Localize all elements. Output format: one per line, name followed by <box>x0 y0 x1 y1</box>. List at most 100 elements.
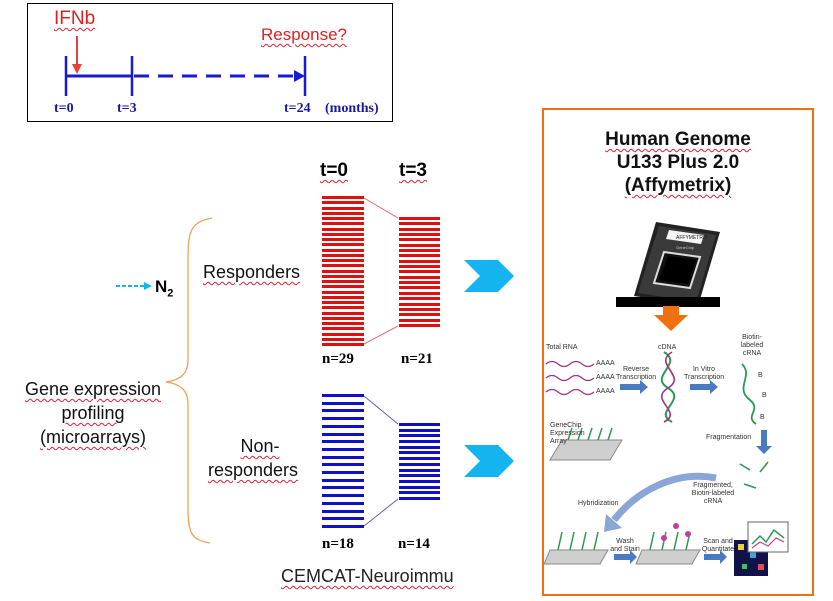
response-label: Response? <box>261 25 348 44</box>
institution-label: CEMCAT-Neuroimmu <box>281 566 454 586</box>
expression-stripe <box>322 222 364 226</box>
step-in-vitro-transcription: In Vitro Transcription <box>684 366 725 381</box>
expression-stripe <box>322 471 364 475</box>
expression-stripe <box>399 440 440 444</box>
ifnb-label: IFNb <box>54 8 96 29</box>
expression-stripe <box>322 253 364 257</box>
expression-stripe <box>322 327 364 331</box>
expression-stripe <box>399 307 440 311</box>
t3-tick-label: t=3 <box>117 101 137 116</box>
t24-tick-label: t=24 <box>284 101 311 116</box>
expression-stripe <box>399 428 440 432</box>
step-hybridization: Hybridization <box>578 500 619 507</box>
expression-stripe <box>322 211 364 215</box>
expression-stripe <box>322 517 364 521</box>
expression-stripe <box>399 468 440 472</box>
platform-title-line1: Human Genome <box>605 129 751 150</box>
orange-down-arrow <box>654 306 688 331</box>
step-fragmented-crna: Fragmented, Biotin-labeled cRNA <box>691 482 735 505</box>
expression-stripe <box>322 337 364 341</box>
expression-stripe <box>322 295 364 299</box>
expression-stripe <box>399 291 440 295</box>
expression-stripe <box>399 259 440 263</box>
ifnb-arrow <box>72 36 82 74</box>
expression-stripe <box>322 432 364 436</box>
expression-stripe <box>399 451 440 455</box>
expression-stripe <box>399 423 440 426</box>
expression-stripe <box>399 496 440 500</box>
expression-stripe <box>399 281 440 285</box>
expression-stripe <box>322 238 364 241</box>
expression-stripe <box>322 332 364 336</box>
expression-stripe <box>322 394 364 397</box>
t0-column-header: t=0 <box>320 160 348 181</box>
group-brace <box>165 217 213 544</box>
expression-stripe <box>322 201 364 205</box>
affymetrix-panel: Human Genome U133 Plus 2.0 (Affymetrix) … <box>542 108 814 596</box>
months-unit-label: (months) <box>325 101 379 116</box>
expression-stripe <box>322 269 364 273</box>
biotin-tag-2: B <box>762 392 767 399</box>
t0-tick-label: t=0 <box>54 101 74 116</box>
profiling-label: Gene expression profiling (microarrays) <box>10 377 176 449</box>
expression-stripe <box>322 343 364 346</box>
expression-stripe <box>399 222 440 226</box>
expression-stripe <box>322 509 364 513</box>
expression-stripe <box>322 301 364 304</box>
expression-stripe <box>322 409 364 413</box>
expression-stripe <box>322 196 364 199</box>
nonresponder-link-bottom <box>363 498 399 527</box>
step-cdna: cDNA <box>658 344 677 351</box>
responders-t0-expression-block <box>322 196 364 346</box>
platform-title: Human Genome U133 Plus 2.0 (Affymetrix) <box>544 128 812 197</box>
expression-stripe <box>322 259 364 262</box>
expression-stripe <box>322 306 364 310</box>
responders-n-t0: n=29 <box>322 351 354 367</box>
expression-stripe <box>322 264 364 268</box>
expression-stripe <box>322 455 364 459</box>
expression-stripe <box>399 434 440 438</box>
expression-stripe <box>399 275 440 279</box>
biotin-tag-1: B <box>758 372 763 379</box>
expression-stripe <box>399 265 440 269</box>
expression-stripe <box>322 285 364 289</box>
nonresponders-t0-expression-block <box>322 394 364 528</box>
nonresponders-n-t0: n=18 <box>322 536 354 552</box>
timeline-arrow-head <box>294 70 305 82</box>
chip-brand-text: AFFYMETRIX <box>676 235 708 241</box>
cohort-connectors <box>116 197 514 544</box>
profiling-line3: (microarrays) <box>40 427 146 447</box>
biotin-tag-3: B <box>760 414 765 421</box>
nonresponders-line1: Non- <box>240 436 280 456</box>
step-reverse-transcription: Reverse Transcription <box>616 366 657 381</box>
profiling-line2: profiling <box>61 403 125 423</box>
timeline-panel: IFNb Response? t=0 t=3 t=24 (months) <box>27 3 393 122</box>
step-genechip-array: GeneChip Expression Array <box>550 422 585 445</box>
responder-link-bottom <box>363 325 399 345</box>
expression-stripe <box>322 274 364 278</box>
expression-stripe <box>399 491 440 495</box>
nonresponders-t3-expression-block <box>399 423 440 500</box>
expression-stripe <box>322 290 364 294</box>
nonresponders-line2: responders <box>208 460 299 480</box>
expression-stripe <box>399 286 440 290</box>
n2-label: N2 <box>155 277 173 299</box>
aaaa-tag-2: AAAA <box>596 374 615 381</box>
expression-stripe <box>322 322 364 325</box>
n2-subscript: 2 <box>167 287 174 300</box>
step-wash-stain: Wash and Stain <box>610 538 640 553</box>
expression-stripe <box>399 457 440 461</box>
nonresponder-link-top <box>363 395 399 425</box>
t3-column-header: t=3 <box>399 160 427 181</box>
genechip-cartridge-icon: AFFYMETRIX GeneChip <box>634 222 720 306</box>
expression-stripe <box>322 478 364 482</box>
expression-stripe <box>322 440 364 444</box>
expression-stripe <box>399 243 440 247</box>
platform-title-line3: (Affymetrix) <box>624 175 732 196</box>
black-divider-bar <box>616 297 720 307</box>
expression-stripe <box>322 316 364 320</box>
protocol-workflow: Total RNA cDNA Biotin-labeled cRNA Rever… <box>544 334 812 587</box>
expression-stripe <box>399 227 440 231</box>
expression-stripe <box>322 311 364 315</box>
expression-stripe <box>322 217 364 220</box>
